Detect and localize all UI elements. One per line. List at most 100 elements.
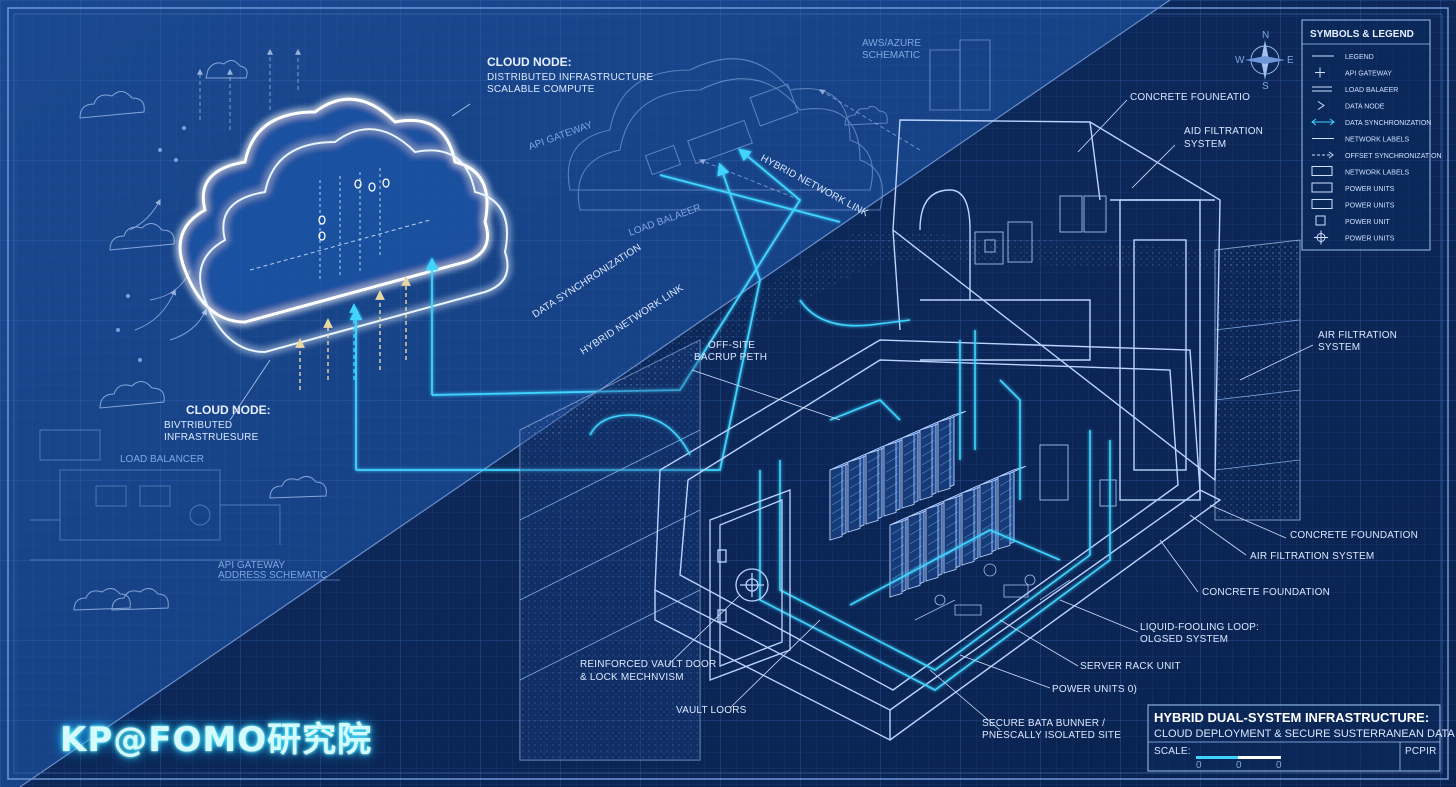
server-rack <box>847 450 877 533</box>
server-rack <box>997 465 1027 550</box>
offsite-label: OFF-SITE <box>708 340 755 351</box>
legend-item: POWER UNITS <box>1314 230 1395 245</box>
cloud-node-icon <box>178 97 509 354</box>
server-rack <box>961 481 991 566</box>
concrete-foundation-label-2: CONCRETE FOUNDATION <box>1202 587 1330 598</box>
compass-e: E <box>1287 55 1294 66</box>
server-rack <box>937 410 967 493</box>
legend-item-label: POWER UNITS <box>1345 186 1395 193</box>
legend-item: DATA SYNCHRONIZATION <box>1311 118 1431 127</box>
legend-item-label: POWER UNITS <box>1345 203 1395 210</box>
aid-filtration-label: AID FILTRATION <box>1184 126 1263 137</box>
legend-item-label: POWER UNIT <box>1345 219 1390 226</box>
secure-bunker-label: SECURE BATA BUNNER / <box>982 718 1105 729</box>
legend-item-label: LEGEND <box>1345 54 1374 61</box>
small-box-icon <box>1315 215 1326 226</box>
legend-item: POWER UNIT <box>1315 215 1390 226</box>
isolated-site-label: PNESCALLY ISOLATED SITE <box>982 730 1121 741</box>
scale-tick-2: 0 <box>1276 760 1282 771</box>
soil-layers <box>519 239 1301 761</box>
double-line-icon <box>1312 86 1332 92</box>
small-lbl-load-balancer: LOAD BALANCER <box>120 454 204 465</box>
drawing-code: PCPIR <box>1405 746 1437 757</box>
title-line2: CLOUD DEPLOYMENT & SECURE SUSTERRANEAN D… <box>1154 728 1456 740</box>
title-line1: HYBRID DUAL-SYSTEM INFRASTRUCTURE: <box>1154 710 1429 725</box>
legend-item: DATA NODE <box>1317 101 1385 111</box>
legend-item: LOAD BALAEER <box>1312 86 1398 94</box>
vault-door <box>709 489 791 681</box>
cloud-node2-sub1: BIVTRIBUTED <box>164 420 232 431</box>
air-filtration-label: AIR FILTRATION <box>1318 330 1397 341</box>
concrete-foundation-label-1: CONCRETE FOUNDATION <box>1290 530 1418 541</box>
legend-item: LEGEND <box>1312 54 1374 61</box>
legend-item-label: API GATEWAY <box>1345 71 1392 78</box>
lock-mechanism-label: & LOCK MECHNVISM <box>580 672 684 683</box>
liquid-cooling-loop <box>589 299 1111 691</box>
cloud-node-sub1: DISTRIBUTED INFRASTRUCTURE <box>487 72 653 83</box>
sketch-clouds <box>73 60 327 611</box>
faded-schematic <box>30 429 340 581</box>
cloud-node-title: CLOUD NODE: <box>487 55 572 69</box>
server-rack <box>907 505 937 590</box>
legend-item: POWER UNITS <box>1311 199 1395 210</box>
legend-item-label: DATA NODE <box>1345 104 1385 111</box>
server-rack-label: SERVER RACK UNIT <box>1080 661 1181 672</box>
box-icon <box>1311 182 1333 193</box>
aws-schematic-label: SCHEMATIC <box>862 50 920 61</box>
scale-tick-1: 0 <box>1236 760 1242 771</box>
legend-item-label: NETWORK LABELS <box>1345 137 1410 144</box>
server-rack <box>865 442 895 525</box>
legend-item: NETWORK LABELS <box>1312 137 1410 144</box>
small-lbl-api-gateway: API GATEWAY <box>218 560 285 571</box>
box-icon <box>1311 199 1333 209</box>
legend-item-label: NETWORK LABELS <box>1345 170 1410 177</box>
gear-icon <box>1314 230 1328 245</box>
scale-tick-0: 0 <box>1196 760 1202 771</box>
legend-item-label: OFFSET SYNCHRONIZATION <box>1345 153 1442 160</box>
server-rack <box>829 458 859 541</box>
compass-s: S <box>1262 81 1269 92</box>
server-rack <box>901 426 931 509</box>
cloud-node2-title: CLOUD NODE: <box>186 403 271 417</box>
dashed-arrow-icon <box>1312 151 1334 159</box>
scale-label: SCALE: <box>1154 746 1191 757</box>
backup-path-label: BACRUP PETH <box>694 352 767 363</box>
small-lbl-address-schematic: ADDRESS SCHEMATIC <box>218 570 327 581</box>
power-units-label: POWER UNITS 0) <box>1052 684 1137 695</box>
title-block: HYBRID DUAL-SYSTEM INFRASTRUCTURE: CLOUD… <box>1147 704 1456 772</box>
legend-item: NETWORK LABELS <box>1311 166 1410 177</box>
compass-w: W <box>1235 55 1245 66</box>
vault-door-label: REINFORCED VAULT DOOR <box>580 659 716 670</box>
cloud-node2-sub2: INFRASTRUESURE <box>164 432 259 443</box>
compass-n: N <box>1262 30 1269 41</box>
server-racks <box>829 410 1027 598</box>
plus-icon <box>1315 67 1325 78</box>
aid-filtration-system-label: SYSTEM <box>1184 139 1226 150</box>
chevron-icon <box>1317 101 1325 110</box>
legend-item-label: DATA SYNCHRONIZATION <box>1345 120 1431 127</box>
box-icon <box>1311 166 1333 176</box>
air-filtration-system-label: SYSTEM <box>1318 342 1360 353</box>
cloud-node-sub2: SCALABLE COMPUTE <box>487 84 595 95</box>
concrete-foundation-top-label: CONCRETE FOUNEATIO <box>1130 92 1250 103</box>
legend-item: API GATEWAY <box>1315 67 1392 78</box>
bunker-structure <box>654 119 1222 741</box>
legend-item-label: POWER UNITS <box>1345 236 1395 243</box>
arrow-cyan-icon <box>1311 118 1335 126</box>
liquid-cooling-label: LIQUID-FOOLING LOOP: <box>1140 622 1259 633</box>
legend-title: SYMBOLS & LEGEND <box>1310 29 1414 40</box>
legend-item: OFFSET SYNCHRONIZATION <box>1312 151 1442 160</box>
air-filtration-system-label-2: AIR FILTRATION SYSTEM <box>1250 551 1374 562</box>
legend-item-label: LOAD BALAEER <box>1345 87 1398 94</box>
aws-azure-label: AWS/AZURE <box>862 38 921 49</box>
compass-icon: N E S W <box>1235 30 1294 92</box>
watermark-logo: KP@FOMO研究院 <box>60 720 373 760</box>
vault-loors-label: VAULT LOORS <box>676 705 747 716</box>
liquid-cooling-system-label: OLGSED SYSTEM <box>1140 634 1228 645</box>
server-rack <box>919 418 949 501</box>
legend-item: POWER UNITS <box>1311 182 1395 193</box>
legend-box: SYMBOLS & LEGEND LEGEND API GATEWAY LOAD B… <box>1301 19 1442 251</box>
faded-cloud-schematic <box>567 39 991 211</box>
